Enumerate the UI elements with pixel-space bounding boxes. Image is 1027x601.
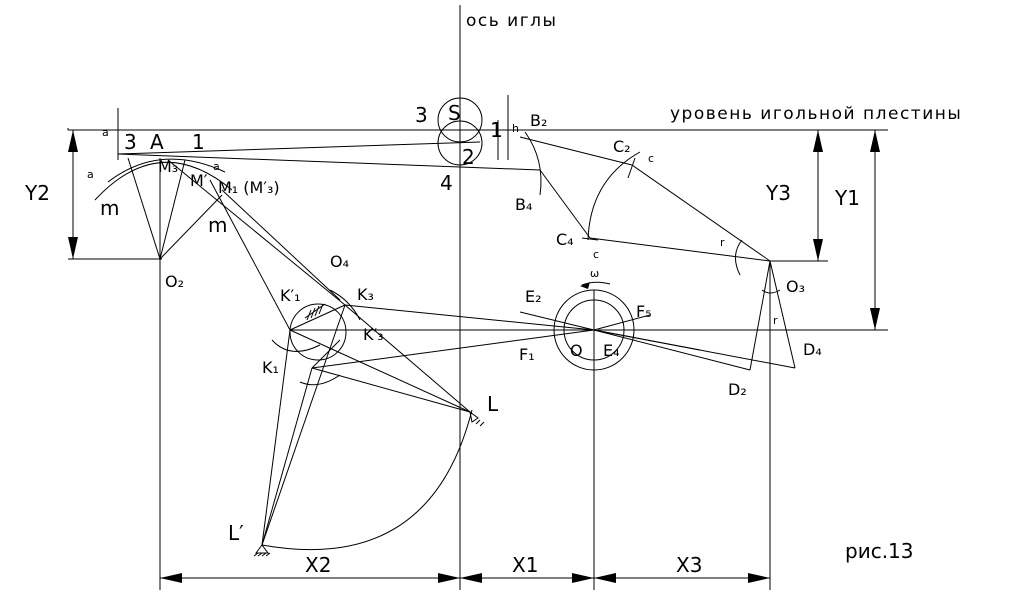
- k3-to-l: [344, 304, 471, 413]
- thread-line-top: [117, 141, 481, 155]
- label-c2: C₂: [613, 137, 631, 156]
- label-d2: D₂: [728, 380, 747, 399]
- label-x1: X1: [512, 553, 538, 577]
- label-d4: D₄: [803, 340, 822, 359]
- label-h: h: [512, 122, 519, 135]
- k1p-to-l: [311, 367, 471, 413]
- o3-to-c2: [631, 164, 771, 262]
- omega-arrow: [581, 281, 611, 286]
- k3-to-o1: [344, 304, 595, 331]
- label-e2: E₂: [525, 287, 542, 306]
- label-x3: X3: [676, 553, 702, 577]
- figure-label: рис.13: [845, 539, 914, 563]
- o1-inner-circle: [563, 299, 625, 361]
- o2-lever-3: [159, 159, 186, 260]
- arc-l-lp: [261, 409, 473, 551]
- label-c4: C₄: [556, 230, 574, 249]
- label-b2: B₂: [530, 111, 547, 130]
- needle-circle-upper: [437, 97, 483, 143]
- label-k3p: K′₃: [363, 325, 384, 344]
- label-l: L: [487, 392, 499, 416]
- arc-c: [587, 151, 641, 241]
- label-o1: O: [570, 341, 583, 360]
- c2-to-b2: [519, 136, 633, 166]
- label-a-small2: a: [87, 168, 94, 181]
- plate-level-label: уровень игольной плестины: [670, 104, 962, 124]
- k1-to-l: [289, 329, 471, 413]
- label-s: S: [448, 101, 461, 125]
- label-r2: r: [773, 314, 778, 327]
- o2-lever-1: [127, 157, 161, 260]
- label-a-small1: a: [102, 126, 109, 139]
- label-y3: Y3: [765, 181, 791, 205]
- k1-to-lp: [261, 329, 291, 546]
- label-a3: 3: [124, 130, 137, 154]
- link-m-k3: [167, 159, 346, 306]
- label-o3: O₃: [786, 277, 805, 296]
- o3-to-d2: [749, 260, 771, 371]
- o3-to-d4: [769, 260, 796, 369]
- label-4: 4: [440, 171, 453, 195]
- thread-line-mid: [117, 153, 541, 171]
- label-m-right: m: [208, 213, 227, 237]
- c4-to-b4: [539, 169, 591, 239]
- label-k1: K₁: [262, 358, 279, 377]
- label-omega: ω: [590, 267, 599, 280]
- arc-a-inner: [107, 158, 226, 183]
- label-k3: K₃: [357, 285, 374, 304]
- link-m-k3b: [221, 189, 341, 301]
- o2-lever-4: [159, 194, 223, 260]
- link-m-k1: [209, 179, 291, 331]
- k3-to-lp: [261, 304, 346, 546]
- label-o4: O₄: [330, 252, 349, 271]
- label-1: 1: [490, 118, 503, 142]
- label-m3: M₃: [158, 157, 178, 176]
- arc-b: [524, 131, 542, 196]
- label-2: 2: [462, 145, 475, 169]
- label-e4: E₄: [603, 341, 620, 360]
- label-a1: 1: [192, 130, 205, 154]
- needle-axis-label: ось иглы: [466, 11, 557, 31]
- label-f5: F₅: [636, 302, 652, 321]
- o3-to-c4: [589, 237, 771, 262]
- label-k1p: K′₁: [280, 286, 301, 305]
- label-f1: F₁: [519, 345, 535, 364]
- label-lp: L′: [228, 521, 244, 545]
- label-mp: M′: [190, 171, 208, 190]
- o1-outer-circle: [553, 289, 635, 371]
- label-m1: M₁ (M′₃): [218, 178, 280, 197]
- k1p-to-lp: [261, 367, 313, 546]
- label-b4: B₄: [515, 195, 532, 214]
- label-y1: Y1: [834, 186, 860, 210]
- label-m-left: m: [100, 196, 119, 220]
- label-y2: Y2: [24, 181, 50, 205]
- k1p-k3p: [311, 339, 341, 369]
- k1-k3: [289, 304, 346, 331]
- label-x2: X2: [305, 553, 331, 577]
- label-c-bottom: c: [593, 248, 599, 261]
- arc-m-outer: [94, 161, 233, 201]
- label-a-small3: a: [213, 160, 220, 173]
- label-3: 3: [415, 103, 428, 127]
- label-a: A: [150, 130, 164, 154]
- label-o2: O₂: [165, 272, 184, 291]
- label-c-top: c: [648, 152, 654, 165]
- label-r1: r: [720, 236, 725, 249]
